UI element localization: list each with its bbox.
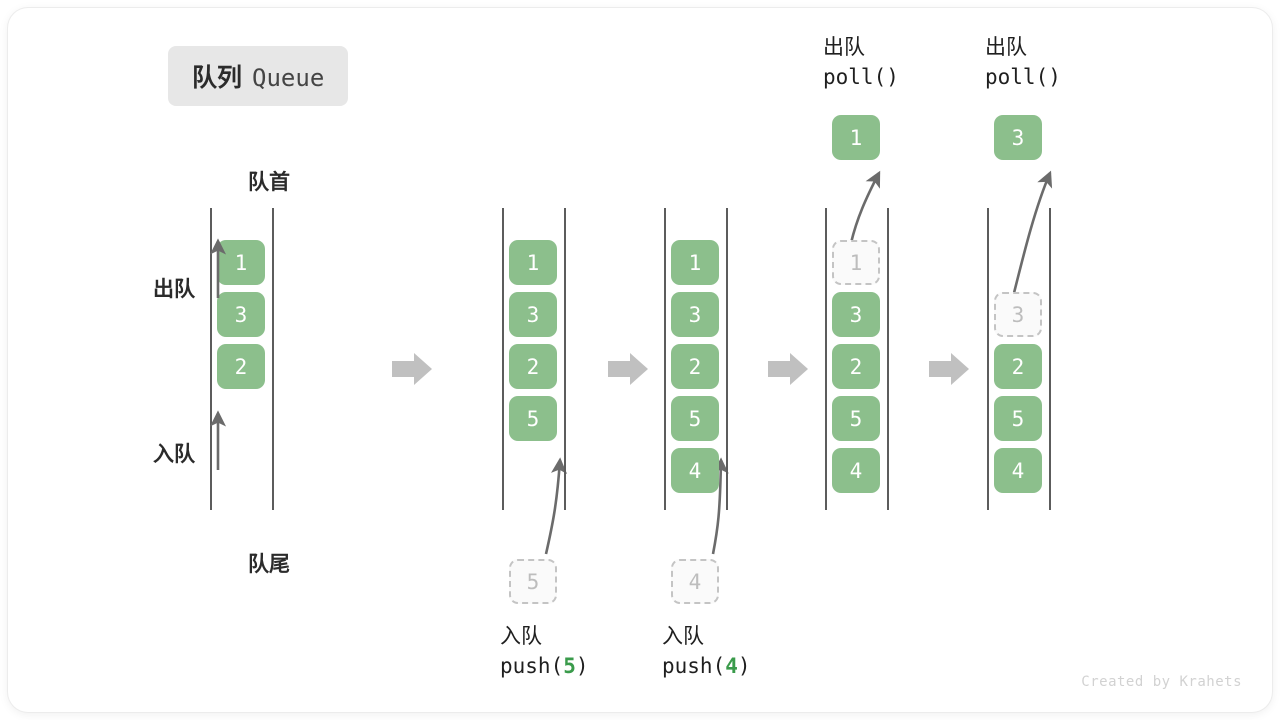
caption-operation-code: push(4): [662, 654, 751, 678]
title-english: Queue: [252, 64, 325, 92]
queue-cell: 5: [509, 396, 557, 441]
caption-operation-code: poll(): [823, 65, 899, 89]
queue-cell: 3: [217, 292, 265, 337]
panel-after-poll-3: 3 2 5 4: [965, 8, 1085, 712]
queue-rail-right: [564, 208, 566, 510]
step-transition-arrow: [392, 353, 432, 385]
dequeue-side-label: 出队: [153, 277, 195, 301]
queue-cell: 5: [832, 396, 880, 441]
popped-token-1: 1: [832, 115, 880, 160]
queue-cell: 5: [994, 396, 1042, 441]
queue-rail-left: [825, 208, 827, 510]
title-badge: 队列 Queue: [168, 46, 349, 106]
queue-cell: 2: [217, 344, 265, 389]
diagram-card: 队列 Queue 1 3 2 队首 队尾 出队 入队: [8, 8, 1272, 712]
step-transition-arrow: [929, 353, 969, 385]
caption-poll-after-poll-3: 出队 poll(): [985, 32, 1061, 92]
panel-initial: 1 3 2: [188, 8, 308, 712]
incoming-token-5: 5: [509, 559, 557, 604]
queue-cell: 4: [832, 448, 880, 493]
title-chinese: 队列: [192, 63, 243, 92]
caption-push-5: 入队 push(5): [500, 621, 589, 681]
caption-poll-after-poll-1: 出队 poll(): [823, 32, 899, 92]
caption-operation-name: 入队: [500, 624, 542, 648]
caption-operation-name: 出队: [985, 35, 1027, 59]
queue-cell: 1: [509, 240, 557, 285]
queue-cell: 1: [217, 240, 265, 285]
queue-cell: 1: [832, 240, 880, 285]
queue-cell: 1: [671, 240, 719, 285]
queue-rail-left: [502, 208, 504, 510]
queue-cell: 2: [509, 344, 557, 389]
caption-operation-code: poll(): [985, 65, 1061, 89]
watermark: Created by Krahets: [1081, 674, 1242, 690]
queue-cell: 2: [832, 344, 880, 389]
panel-after-push-4: 1 3 2 5 4: [642, 8, 762, 712]
caption-operation-name: 入队: [662, 624, 704, 648]
caption-operation-argument: 4: [725, 654, 738, 678]
enqueue-side-label: 入队: [153, 442, 195, 466]
queue-rail-left: [210, 208, 212, 510]
queue-cell: 4: [671, 448, 719, 493]
queue-rail-right: [272, 208, 274, 510]
caption-operation-name: 出队: [823, 35, 865, 59]
caption-operation-argument: 5: [563, 654, 576, 678]
caption-push-4: 入队 push(4): [662, 621, 751, 681]
caption-operation-code: push(5): [500, 654, 589, 678]
panel-after-push-5: 1 3 2 5: [480, 8, 600, 712]
queue-rail-left: [987, 208, 989, 510]
queue-cell: 3: [994, 292, 1042, 337]
queue-tail-label: 队尾: [248, 552, 290, 576]
queue-rail-left: [664, 208, 666, 510]
panel-after-poll-1: 1 3 2 5 4: [803, 8, 923, 712]
queue-cell: 3: [671, 292, 719, 337]
queue-cell: 3: [509, 292, 557, 337]
queue-rail-right: [1049, 208, 1051, 510]
queue-head-label: 队首: [248, 170, 290, 194]
queue-cell: 2: [994, 344, 1042, 389]
diagram-stage: 队列 Queue 1 3 2 队首 队尾 出队 入队: [8, 8, 1272, 712]
queue-cell: 4: [994, 448, 1042, 493]
popped-token-3: 3: [994, 115, 1042, 160]
step-transition-arrow: [768, 353, 808, 385]
queue-cell: 5: [671, 396, 719, 441]
queue-cell: 3: [832, 292, 880, 337]
queue-cell: 2: [671, 344, 719, 389]
queue-rail-right: [726, 208, 728, 510]
queue-rail-right: [887, 208, 889, 510]
incoming-token-4: 4: [671, 559, 719, 604]
